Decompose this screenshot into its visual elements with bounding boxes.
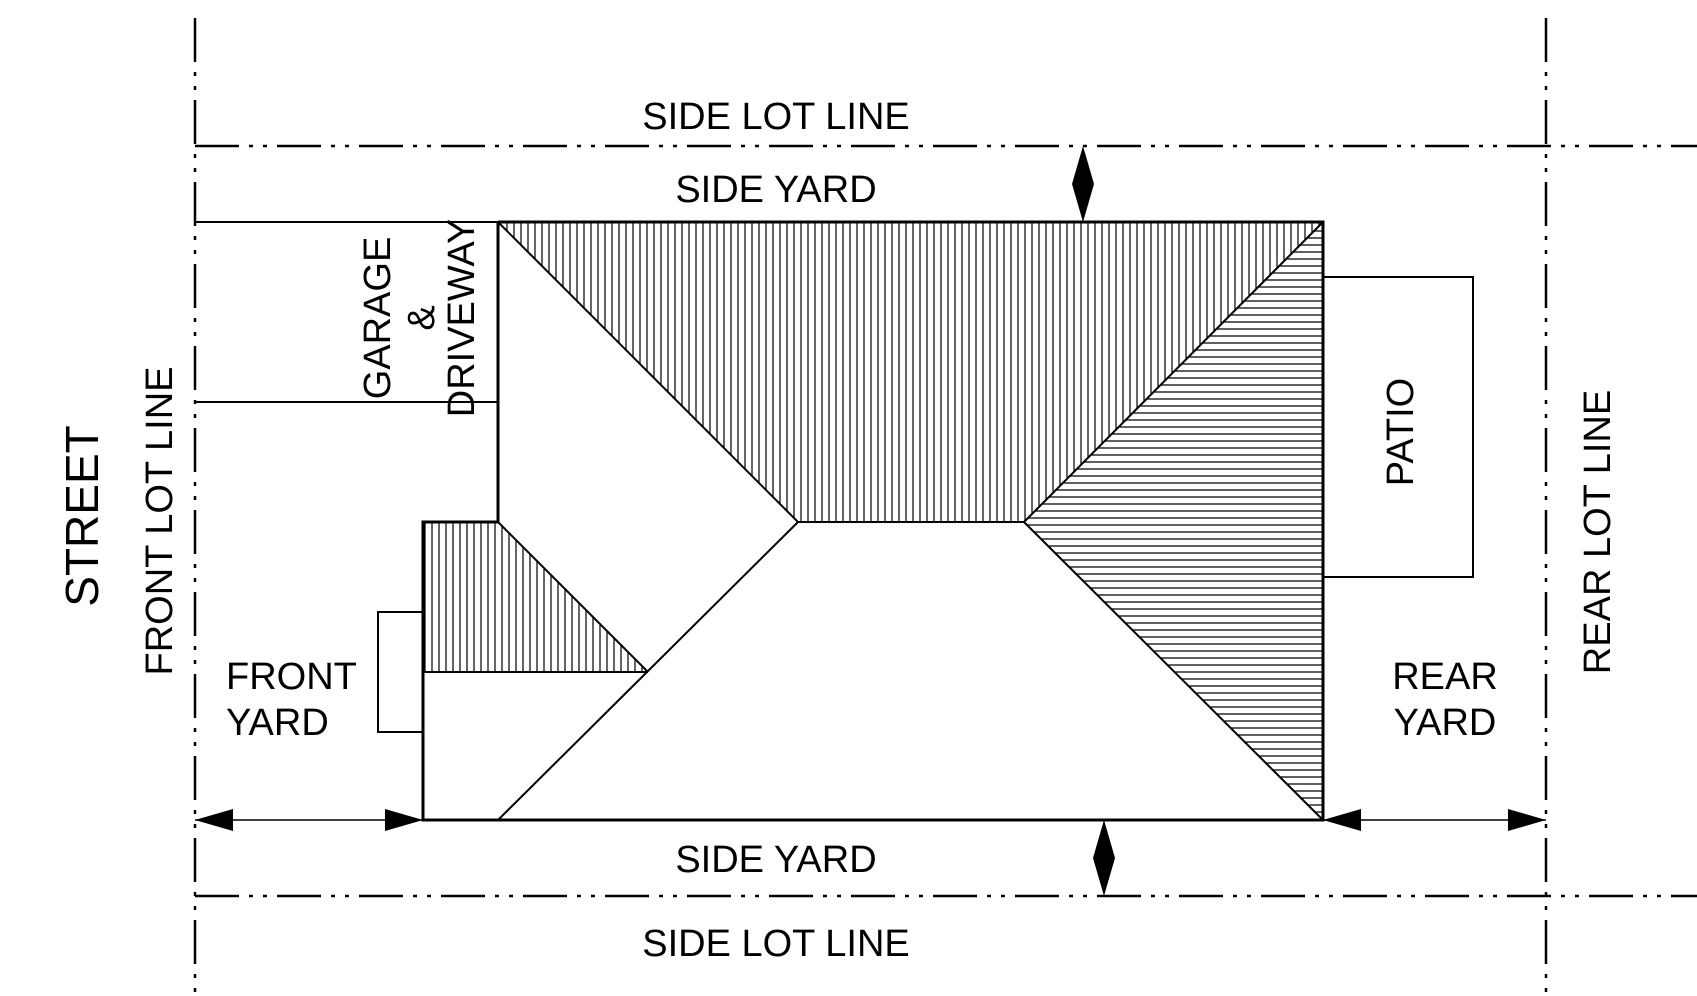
labels: SIDE LOT LINE SIDE YARD SIDE YARD SIDE L… — [56, 96, 1619, 965]
front-yard-label-line2: YARD — [226, 702, 329, 744]
porch-roof-hip — [497, 521, 649, 673]
side-yard-top-double-arrow-icon — [1072, 146, 1094, 222]
front-lot-line-label: FRONT LOT LINE — [139, 367, 181, 676]
street-label: STREET — [56, 425, 108, 606]
side-lot-line-top-label: SIDE LOT LINE — [642, 96, 910, 138]
patio-label: PATIO — [1380, 378, 1422, 486]
patio-outline — [1323, 276, 1474, 578]
driveway-label: DRIVEWAY — [441, 219, 483, 417]
side-lot-line-bottom-label: SIDE LOT LINE — [642, 923, 910, 965]
side-yard-top-label: SIDE YARD — [675, 169, 876, 211]
lot-lines — [193, 18, 1697, 996]
ampersand-label: & — [401, 305, 443, 330]
rear-yard-label-line2: YARD — [1394, 702, 1497, 744]
arrow-left-icon — [1323, 809, 1361, 831]
side-yard-bottom-label: SIDE YARD — [675, 839, 876, 881]
front-stoop — [377, 611, 423, 733]
house-roof — [377, 220, 1325, 822]
side-yard-bottom-double-arrow-icon — [1093, 820, 1115, 896]
garage-label: GARAGE — [357, 237, 399, 400]
arrow-right-icon — [1508, 809, 1546, 831]
dimension-arrows — [195, 146, 1546, 896]
rear-yard-label-line1: REAR — [1392, 656, 1498, 698]
front-yard-label-line1: FRONT — [226, 656, 357, 698]
roof-hatch-horizontal — [1024, 223, 1323, 820]
roof-hatch-vertical — [499, 222, 1320, 522]
roof-hip-top-right — [1023, 221, 1324, 523]
arrow-right-icon — [385, 809, 423, 831]
roof-hip-bottom-right — [1023, 521, 1324, 821]
roof-hip-top-left — [497, 221, 799, 523]
rear-lot-line-label: REAR LOT LINE — [1577, 390, 1619, 674]
porch-roof-hatch — [424, 522, 643, 672]
arrow-left-icon — [195, 809, 233, 831]
